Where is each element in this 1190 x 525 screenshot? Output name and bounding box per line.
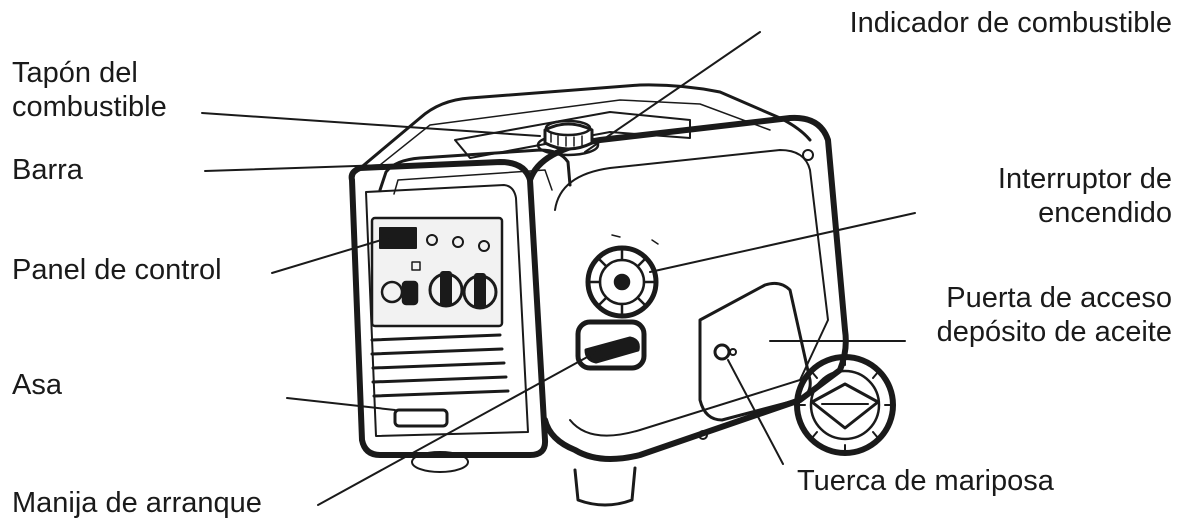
wheel-hub	[810, 382, 880, 430]
label-power-switch-line2: encendido	[1038, 197, 1172, 229]
top-cover	[356, 83, 812, 172]
control-display	[379, 227, 417, 249]
leader-lines	[201, 31, 916, 506]
side-panel-line	[554, 149, 829, 437]
label-bar: Barra	[12, 154, 83, 186]
wheel-inner	[809, 369, 881, 441]
leader-control-panel	[271, 237, 389, 274]
panel-outlet-left-slot	[440, 271, 452, 307]
label-handle: Asa	[12, 369, 62, 401]
side-screw-bottom	[698, 430, 708, 440]
label-power-switch-line1: Interruptor de	[997, 163, 1172, 195]
panel-outlet-right-slot	[474, 273, 486, 309]
top-cover-inner	[379, 99, 771, 166]
front-vents	[370, 333, 510, 398]
label-control-panel: Panel de control	[12, 254, 222, 286]
start-handle-recess	[575, 319, 647, 371]
side-screw-top	[802, 149, 814, 161]
panel-indicator-3	[478, 240, 490, 252]
label-oil-door-line1: Puerta de acceso	[946, 282, 1172, 314]
power-switch-marks	[611, 234, 659, 245]
label-oil-door: Puerta de acceso depósito de aceite	[937, 281, 1172, 349]
wheel-tread	[796, 356, 894, 454]
panel-indicator-2	[452, 236, 464, 248]
panel-usb-port	[401, 280, 419, 306]
leader-fuel-indicator	[584, 31, 761, 153]
leader-start-handle	[317, 349, 601, 506]
fuel-cap-grip	[550, 132, 583, 147]
panel-small-switch	[411, 261, 421, 271]
label-fuel-indicator: Indicador de combustible	[849, 7, 1172, 39]
oil-door	[698, 281, 812, 422]
label-oil-door-line2: depósito de aceite	[936, 316, 1172, 348]
label-wing-nut: Tuerca de mariposa	[797, 465, 1054, 497]
label-start-handle: Manija de arranque	[12, 487, 262, 519]
label-power-switch: Interruptor de encendido	[998, 162, 1172, 230]
power-switch-dial	[585, 245, 659, 319]
carry-bar-inner	[393, 169, 553, 195]
front-frame-inner	[365, 184, 529, 437]
label-fuel-cap: Tapón del combustible	[12, 56, 167, 124]
top-handle-recess	[454, 111, 691, 159]
label-fuel-cap-line2: combustible	[12, 91, 167, 123]
fuel-cap	[543, 122, 594, 151]
label-fuel-cap-line1: Tapón del	[12, 57, 138, 89]
wing-nut	[713, 343, 731, 361]
leader-wing-nut	[727, 359, 784, 465]
wing-nut-hole	[729, 348, 737, 356]
leader-bar	[204, 164, 386, 172]
panel-indicator-1	[426, 234, 438, 246]
leader-fuel-cap	[201, 112, 541, 137]
leader-handle	[286, 397, 396, 411]
front-frame	[348, 159, 549, 458]
start-handle	[584, 336, 640, 364]
power-switch-ribs	[588, 248, 656, 316]
rear-foot	[573, 466, 637, 507]
fuel-cap-top	[544, 119, 592, 137]
front-handle-grip	[393, 408, 449, 428]
leader-power-switch	[649, 212, 916, 273]
power-switch-center	[613, 273, 631, 291]
